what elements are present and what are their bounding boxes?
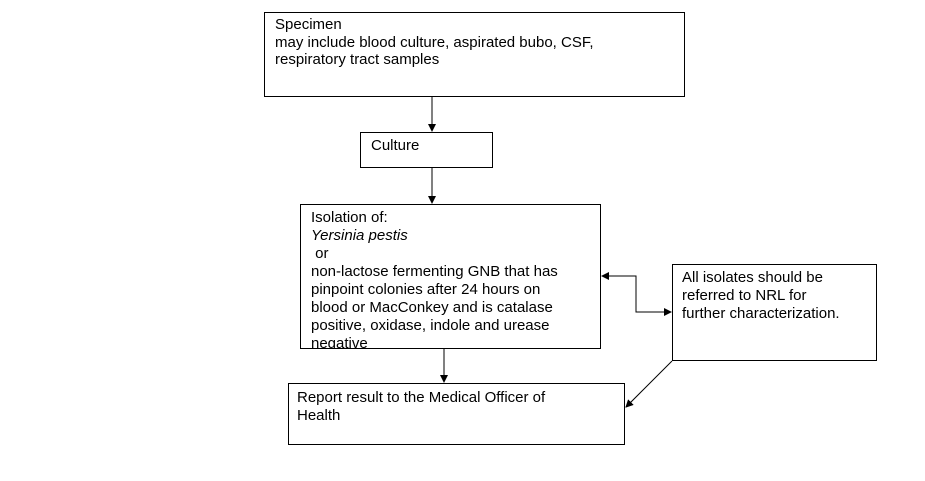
report-line-1: Report result to the Medical Officer of [297, 389, 546, 406]
referral-box: All isolates should be referred to NRL f… [672, 264, 877, 361]
isolation-criteria-line-4: positive, oxidase, indole and urease [311, 317, 550, 334]
arrow-referral-to-report [625, 360, 673, 408]
referral-line-1: All isolates should be [682, 269, 823, 286]
isolation-criteria-line-5: negative [311, 335, 368, 349]
isolation-criteria-line-1: non-lactose fermenting GNB that has [311, 263, 558, 280]
arrow-isolation-referral-bidirectional [601, 272, 672, 316]
specimen-detail-line-2: respiratory tract samples [275, 51, 440, 68]
isolation-criteria-line-3: blood or MacConkey and is catalase [311, 299, 553, 316]
culture-box: Culture [360, 132, 493, 168]
specimen-box: Specimen may include blood culture, aspi… [264, 12, 685, 97]
referral-line-3: further characterization. [682, 305, 840, 322]
isolation-organism: Yersinia pestis [311, 227, 408, 244]
culture-label: Culture [371, 137, 420, 154]
report-box: Report result to the Medical Officer of … [288, 383, 625, 445]
report-line-2: Health [297, 407, 341, 424]
isolation-heading: Isolation of: [311, 209, 388, 226]
isolation-criteria-line-2: pinpoint colonies after 24 hours on [311, 281, 541, 298]
isolation-box: Isolation of: Yersinia pestis or non-lac… [300, 204, 601, 349]
isolation-connector: or [311, 245, 329, 262]
referral-line-2: referred to NRL for [682, 287, 807, 304]
specimen-detail-line-1: may include blood culture, aspirated bub… [275, 33, 594, 51]
specimen-title: Specimen [275, 16, 342, 33]
